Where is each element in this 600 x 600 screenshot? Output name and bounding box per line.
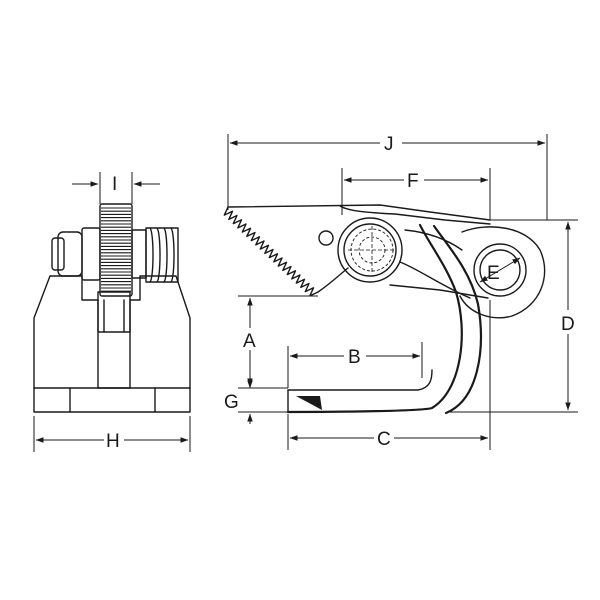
dimension-j: J [227, 134, 548, 220]
dimension-label-f: F [407, 171, 419, 192]
dimension-g: G [224, 374, 288, 424]
dimension-e: E [479, 257, 521, 284]
dimension-c: C [287, 300, 491, 450]
dimension-d: D [450, 219, 578, 413]
dimension-label-b: B [348, 347, 361, 368]
cam-pivot [337, 217, 403, 283]
front-view [33, 203, 191, 413]
jaw-teeth [223, 206, 319, 297]
dimension-label-g: G [224, 392, 239, 413]
dimension-f: F [341, 168, 491, 220]
dimension-label-e: E [487, 263, 500, 284]
dimension-label-i: I [112, 174, 117, 195]
dimension-label-d: D [561, 314, 575, 335]
lifting-eye [459, 226, 546, 319]
dimension-label-a: A [243, 331, 256, 352]
dimension-h: H [33, 416, 191, 452]
dimension-b: B [287, 342, 423, 388]
serrated-wheel [99, 203, 133, 297]
dimension-label-j: J [384, 134, 394, 155]
side-view [223, 204, 546, 415]
dimension-label-h: H [106, 431, 120, 452]
dimension-label-c: C [377, 429, 391, 450]
dimension-i: I [72, 172, 160, 204]
spring [131, 227, 179, 283]
